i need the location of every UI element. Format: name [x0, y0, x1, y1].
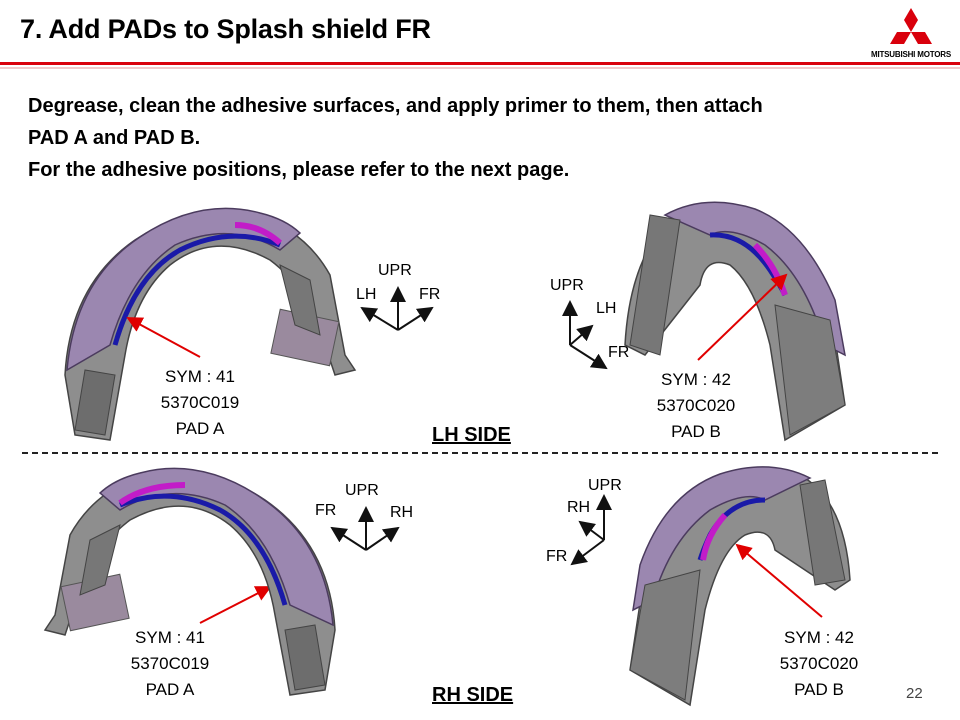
pad-name: PAD A — [145, 680, 195, 699]
rh-splash-shield-pad-b-image — [629, 466, 851, 707]
instruction-line: For the adhesive positions, please refer… — [28, 159, 570, 181]
axis-label-fr: FR — [608, 344, 630, 361]
pad-name: PAD A — [175, 419, 225, 438]
brand-name: MITSUBISHI MOTORS — [870, 50, 951, 59]
part-number: 5370C020 — [779, 654, 859, 673]
sym-number: SYM : 41 — [165, 367, 235, 386]
pad-name: PAD B — [794, 680, 844, 699]
axis-label-rh: RH — [567, 499, 591, 516]
axis-label-upr: UPR — [550, 277, 584, 294]
instruction-line: Degrease, clean the adhesive surfaces, a… — [28, 95, 763, 117]
rh-pad-b-callout: SYM : 42 5370C020 PAD B — [759, 625, 879, 703]
part-number: 5370C019 — [130, 654, 210, 673]
lh-splash-shield-pad-b-image — [624, 201, 847, 442]
sym-number: SYM : 42 — [661, 370, 731, 389]
axis-label-fr: FR — [419, 286, 441, 303]
sym-number: SYM : 42 — [784, 628, 854, 647]
instructions: Degrease, clean the adhesive surfaces, a… — [28, 90, 928, 186]
rh-pad-a-callout: SYM : 41 5370C019 PAD A — [110, 625, 230, 703]
page-title: 7. Add PADs to Splash shield FR — [20, 14, 431, 44]
axis-label-upr: UPR — [345, 482, 379, 499]
axis-label-upr: UPR — [378, 262, 412, 279]
axis-label-lh: LH — [596, 300, 617, 317]
axis-label-rh: RH — [390, 504, 414, 521]
rh-side-heading: RH SIDE — [432, 684, 514, 706]
axis-label-lh: LH — [356, 286, 377, 303]
lh-pad-a-callout: SYM : 41 5370C019 PAD A — [140, 364, 260, 442]
lh-side-heading: LH SIDE — [432, 424, 511, 446]
title-divider-shadow — [0, 67, 960, 69]
lh-splash-shield-pad-a-image — [64, 207, 357, 441]
mitsubishi-logo: MITSUBISHI MOTORS — [862, 6, 960, 62]
axis-label-fr: FR — [315, 502, 337, 519]
three-diamonds-icon — [890, 8, 932, 44]
pad-name: PAD B — [671, 422, 721, 441]
instruction-line: PAD A and PAD B. — [28, 127, 201, 149]
sym-number: SYM : 41 — [135, 628, 205, 647]
part-number: 5370C019 — [160, 393, 240, 412]
axis-label-upr: UPR — [588, 477, 622, 494]
rh-splash-shield-pad-a-image — [43, 467, 336, 696]
section-divider — [22, 452, 938, 454]
page-number: 22 — [906, 685, 923, 702]
lh-pad-b-callout: SYM : 42 5370C020 PAD B — [636, 367, 756, 445]
part-number: 5370C020 — [656, 396, 736, 415]
axis-label-fr: FR — [546, 548, 568, 565]
title-divider — [0, 62, 960, 65]
